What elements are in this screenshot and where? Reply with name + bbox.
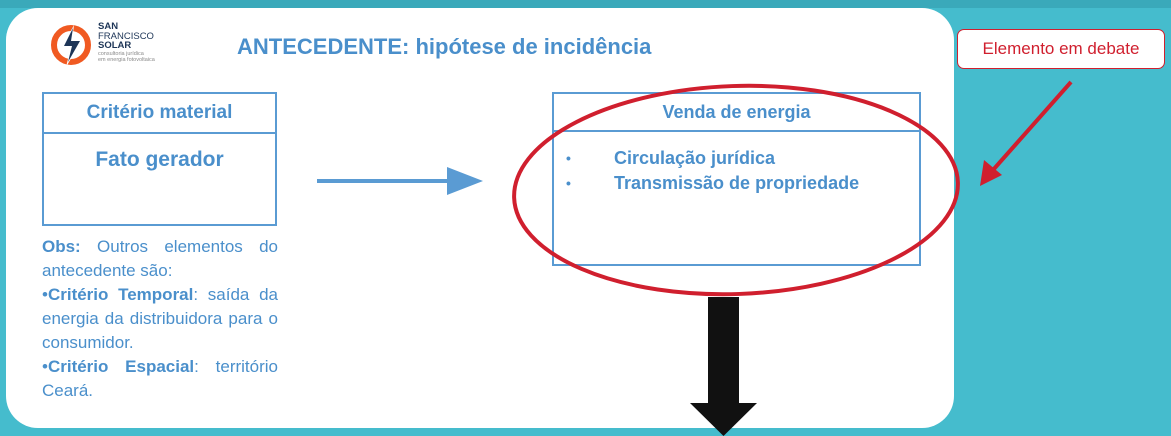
obs-intro: Outros elementos do antecedente são: [42, 237, 278, 280]
fato-gerador-text: Fato gerador [95, 148, 224, 171]
espacial-text: : território Ceará. [42, 357, 279, 400]
page-title: ANTECEDENTE: hipótese de incidência [237, 34, 652, 59]
obs-label: Obs: [42, 237, 81, 256]
obs-intro-line: Obs: Outros elementos do antecedente são… [42, 235, 278, 283]
bullet-item: • Circulação jurídica [566, 146, 919, 171]
bullet-text: Circulação jurídica [614, 148, 776, 168]
espacial-label: Critério Espacial [47, 357, 195, 376]
venda-energia-bullets: • Circulação jurídica • Transmissão de p… [554, 132, 919, 196]
temporal-text: : saída da energia da distribuidora para… [42, 285, 278, 352]
top-strip [0, 0, 1171, 8]
debate-badge: Elemento em debate [957, 29, 1165, 69]
logo-line-2: FRANCISCO [98, 30, 154, 42]
logo-tagline-2: em energia fotovoltaica [98, 57, 155, 63]
bullet-dot-icon: • [566, 175, 571, 191]
logo-line-3: SOLAR [98, 40, 132, 51]
bullet-item: • Transmissão de propriedade [566, 171, 919, 196]
criterio-material-header: Critério material [44, 94, 275, 134]
venda-energia-header: Venda de energia [554, 94, 919, 132]
bullet-dot-icon: • [566, 150, 571, 166]
criterio-material-box: Critério material Fato gerador [42, 92, 277, 226]
bullet-text: Transmissão de propriedade [614, 173, 860, 193]
obs-temporal-line: •Critério Temporal: saída da energia da … [42, 285, 278, 352]
diagonal-arrow-icon [980, 80, 1073, 186]
logo-line-1: SAN [98, 21, 119, 32]
temporal-label: Critério Temporal [47, 285, 194, 304]
logo: SAN FRANCISCO SOLAR consultoria jurídica… [98, 22, 155, 64]
logo-tagline-1: consultoria jurídica [98, 50, 144, 57]
obs-espacial-line: •Critério Espacial: território Ceará. [42, 357, 279, 400]
venda-energia-box: Venda de energia • Circulação jurídica •… [552, 92, 921, 266]
obs-note: Obs: Outros elementos do antecedente são… [42, 235, 278, 403]
